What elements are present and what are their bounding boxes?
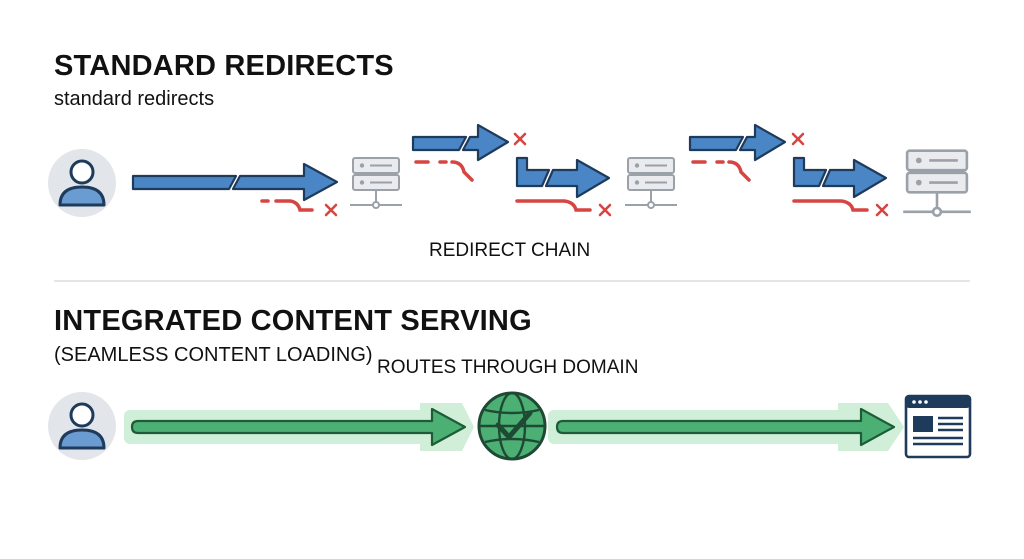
failed-path-2 bbox=[414, 160, 474, 182]
failed-path-5 bbox=[792, 199, 869, 212]
user-avatar-icon bbox=[46, 147, 118, 219]
seamless-arrow-2 bbox=[555, 407, 896, 447]
redirect-chain-label: REDIRECT CHAIN bbox=[429, 240, 591, 261]
failed-path-1 bbox=[260, 199, 314, 212]
cross-icon bbox=[513, 132, 527, 146]
webpage-icon bbox=[904, 394, 972, 459]
redirect-arrow-5 bbox=[792, 156, 888, 199]
failed-path-4 bbox=[691, 160, 751, 182]
cross-icon bbox=[598, 203, 612, 217]
redirect-arrow-3 bbox=[515, 156, 611, 199]
standard-redirects-title: STANDARD REDIRECTS bbox=[54, 50, 394, 82]
seamless-arrow-1 bbox=[130, 407, 467, 447]
failed-path-3 bbox=[515, 199, 592, 212]
user-avatar-icon bbox=[46, 390, 118, 462]
server-stack-icon bbox=[349, 157, 403, 209]
integrated-serving-subtitle: (SEAMLESS CONTENT LOADING) bbox=[54, 344, 373, 366]
redirect-arrow-4 bbox=[688, 123, 787, 162]
cross-icon bbox=[324, 203, 338, 217]
globe-check-icon bbox=[477, 391, 547, 461]
standard-redirects-subtitle: standard redirects bbox=[54, 88, 215, 110]
cross-icon bbox=[791, 132, 805, 146]
redirect-arrow-1 bbox=[131, 162, 339, 202]
integrated-serving-title: INTEGRATED CONTENT SERVING bbox=[54, 305, 532, 337]
routes-through-domain-label: ROUTES THROUGH DOMAIN bbox=[377, 357, 639, 378]
server-stack-icon bbox=[901, 149, 973, 217]
cross-icon bbox=[875, 203, 889, 217]
redirect-arrow-2 bbox=[411, 123, 510, 162]
server-stack-icon bbox=[624, 157, 678, 209]
